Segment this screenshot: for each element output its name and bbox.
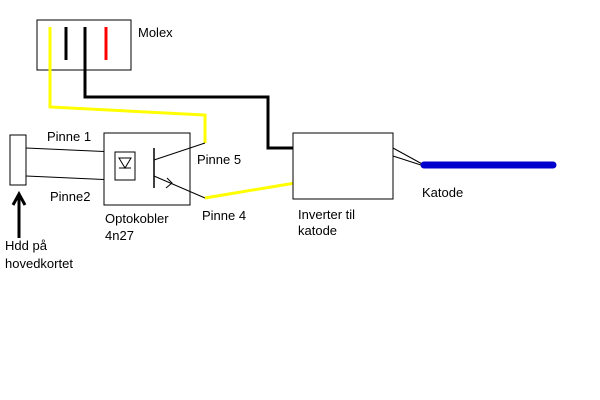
inverter-label-line1: Inverter til — [298, 207, 356, 222]
hdd-connector — [9, 134, 27, 186]
pinne4-label: Pinne 4 — [202, 208, 247, 223]
hdd-label-line1: Hdd på — [5, 238, 47, 253]
yellow-wire-pinne4-to-inverter — [204, 181, 296, 200]
molex-label: Molex — [138, 25, 173, 40]
cathode-lead-1 — [392, 147, 425, 166]
optokobler-label-line1: Optokobler — [105, 211, 169, 226]
hdd-arrow-head — [11, 190, 27, 206]
katode-label: Katode — [422, 185, 464, 200]
wire-pinne1 — [25, 147, 116, 153]
hdd-label-line2: hovedkortet — [5, 256, 73, 271]
pinne2-label: Pinne2 — [50, 189, 91, 204]
transistor-emitter-arrow — [165, 177, 173, 189]
inverter-label-line2: katode — [298, 223, 338, 238]
transistor-emitter — [153, 175, 206, 199]
led-symbol-box — [114, 151, 136, 181]
black-wire-molex-to-inverter — [83, 60, 295, 150]
optokobler-label-line2: 4n27 — [105, 228, 134, 243]
transistor-collector — [153, 142, 206, 161]
pinne5-label: Pinne 5 — [197, 152, 242, 167]
cathode-lead-2 — [392, 155, 425, 167]
optokobler-box — [103, 132, 191, 206]
inverter-box — [292, 132, 394, 200]
pinne1-label: Pinne 1 — [47, 129, 92, 144]
led-triangle — [118, 157, 132, 169]
yellow-wire-molex-to-pinne5 — [48, 60, 207, 143]
wire-pinne2 — [25, 175, 116, 181]
